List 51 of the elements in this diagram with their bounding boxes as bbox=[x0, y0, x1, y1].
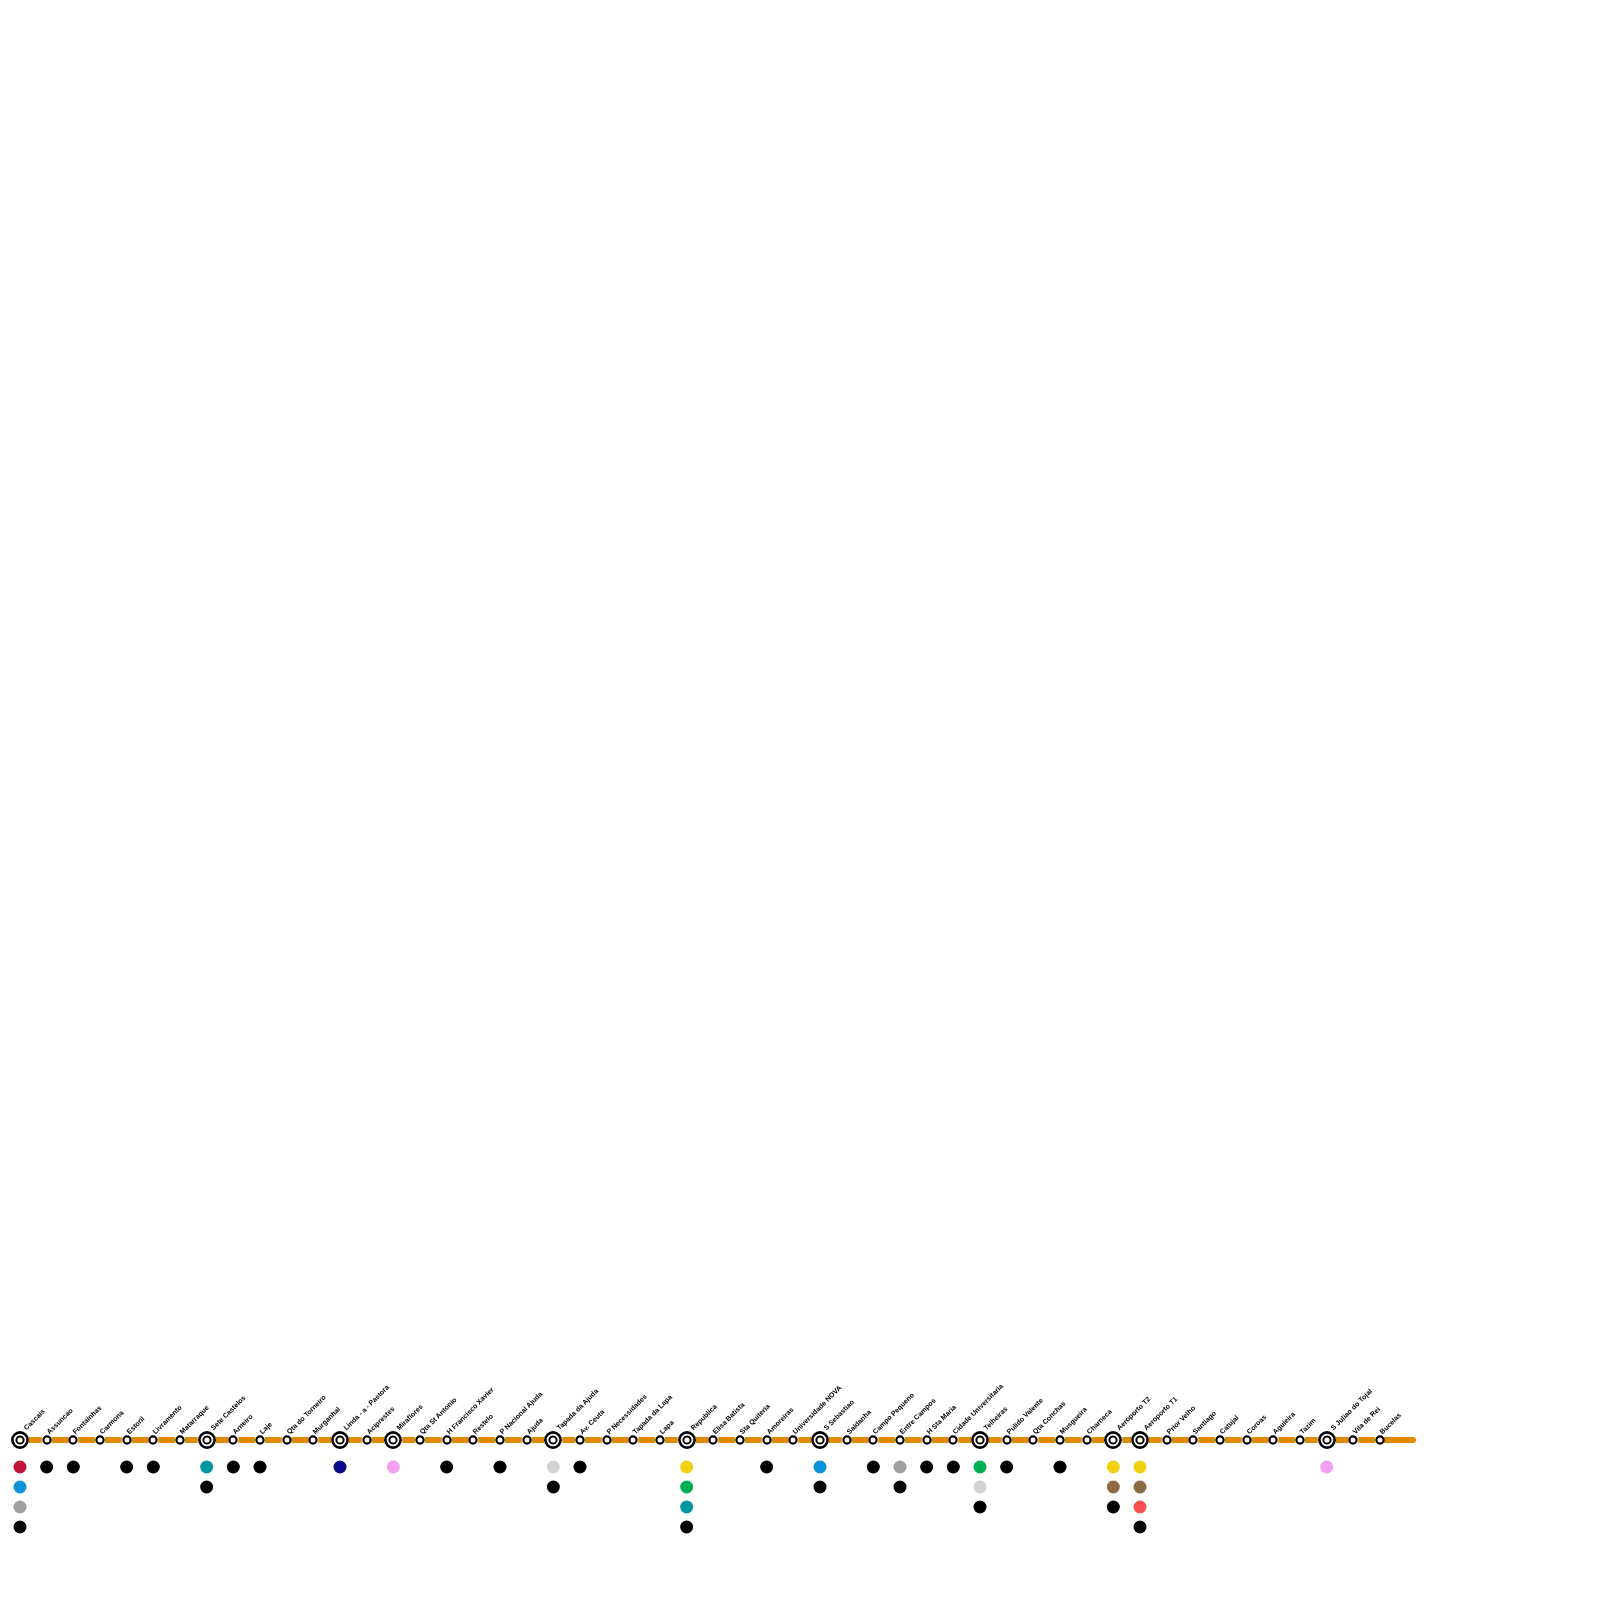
line-segment bbox=[1278, 1437, 1295, 1443]
line-segment bbox=[878, 1437, 895, 1443]
line-segment bbox=[718, 1437, 735, 1443]
line-segment bbox=[105, 1437, 122, 1443]
line-segment bbox=[349, 1437, 362, 1443]
line-segment bbox=[371, 1437, 385, 1443]
line-segment bbox=[215, 1437, 229, 1443]
line-segment bbox=[1171, 1437, 1189, 1443]
line-segment bbox=[829, 1437, 842, 1443]
line-segment bbox=[1122, 1437, 1131, 1443]
line-segment bbox=[1225, 1437, 1242, 1443]
line-segment bbox=[478, 1437, 495, 1443]
line-segment bbox=[78, 1437, 95, 1443]
line-segment bbox=[1091, 1437, 1105, 1443]
line-segment bbox=[1251, 1437, 1269, 1443]
line-segment bbox=[745, 1437, 762, 1443]
line-segment bbox=[798, 1437, 811, 1443]
line-segment bbox=[771, 1437, 789, 1443]
line-segment bbox=[505, 1437, 522, 1443]
line-segment bbox=[265, 1437, 282, 1443]
line-segment bbox=[1358, 1437, 1375, 1443]
line-segment bbox=[562, 1437, 575, 1443]
line-segment bbox=[989, 1437, 1002, 1443]
line-segment bbox=[1335, 1437, 1349, 1443]
line-segment bbox=[291, 1437, 309, 1443]
line-segment bbox=[318, 1437, 331, 1443]
line-segment bbox=[185, 1437, 198, 1443]
line-segment bbox=[29, 1437, 42, 1443]
line-segment bbox=[238, 1437, 255, 1443]
line-segment bbox=[425, 1437, 442, 1443]
line-segment bbox=[638, 1437, 655, 1443]
line-segment bbox=[695, 1437, 709, 1443]
line-segment bbox=[1011, 1437, 1029, 1443]
line-segment bbox=[611, 1437, 629, 1443]
line-segment bbox=[905, 1437, 922, 1443]
line-segment bbox=[851, 1437, 869, 1443]
line-segment bbox=[451, 1437, 469, 1443]
line-segment bbox=[1149, 1437, 1162, 1443]
line-segment bbox=[1038, 1437, 1055, 1443]
line-segment bbox=[1198, 1437, 1215, 1443]
line-segment bbox=[531, 1437, 545, 1443]
line-segment bbox=[51, 1437, 69, 1443]
line-segment bbox=[931, 1437, 949, 1443]
line-segment bbox=[585, 1437, 602, 1443]
line-segment bbox=[1305, 1437, 1318, 1443]
line-segment bbox=[158, 1437, 175, 1443]
line-segment bbox=[665, 1437, 678, 1443]
line-segment bbox=[958, 1437, 971, 1443]
line-segment bbox=[402, 1437, 415, 1443]
line-segment bbox=[1065, 1437, 1082, 1443]
line-segment bbox=[131, 1437, 149, 1443]
